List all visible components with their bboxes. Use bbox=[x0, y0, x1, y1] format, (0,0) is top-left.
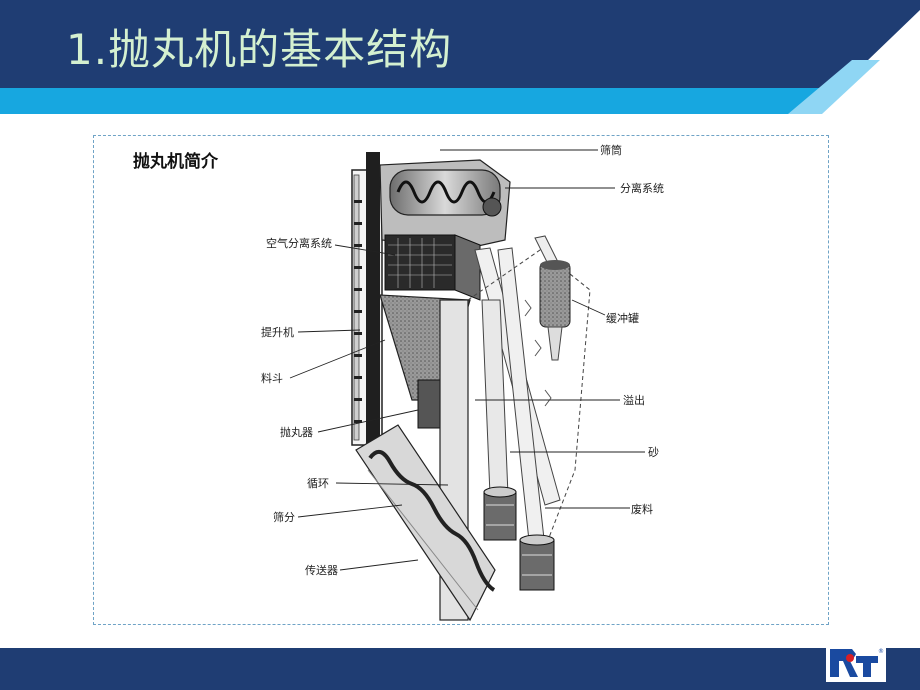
buffer-tank bbox=[534, 235, 571, 361]
label-sand: 砂 bbox=[648, 446, 659, 459]
slide-title: 1.抛丸机的基本结构 bbox=[66, 25, 453, 74]
label-screening: 筛分 bbox=[273, 510, 295, 524]
company-logo: ® bbox=[826, 644, 886, 682]
label-conveyor: 传送器 bbox=[305, 563, 338, 577]
discharge-pipes bbox=[474, 247, 561, 551]
label-buffer-tank: 缓冲罐 bbox=[606, 311, 639, 325]
slide-footer bbox=[0, 648, 920, 690]
label-overflow: 溢出 bbox=[623, 393, 645, 407]
label-circulation: 循环 bbox=[307, 477, 329, 490]
label-waste: 废料 bbox=[631, 502, 653, 516]
collection-drums bbox=[483, 486, 555, 591]
section-label: 抛丸机简介 bbox=[133, 152, 218, 172]
leader-lines bbox=[289, 149, 645, 571]
air-separation-block bbox=[384, 234, 481, 301]
label-air-separation-system: 空气分离系统 bbox=[266, 236, 332, 250]
content-frame bbox=[93, 135, 829, 625]
overflow-outline bbox=[467, 249, 591, 549]
label-screen-drum: 筛筒 bbox=[600, 143, 622, 157]
svg-text:®: ® bbox=[878, 648, 884, 655]
label-separation-system: 分离系统 bbox=[620, 181, 664, 195]
label-blast-wheel: 抛丸器 bbox=[280, 425, 313, 439]
separator-housing bbox=[379, 159, 511, 251]
elevator bbox=[351, 152, 383, 446]
screw-conveyor bbox=[355, 424, 496, 622]
label-hopper: 料斗 bbox=[261, 371, 283, 385]
label-elevator: 提升机 bbox=[261, 325, 294, 339]
